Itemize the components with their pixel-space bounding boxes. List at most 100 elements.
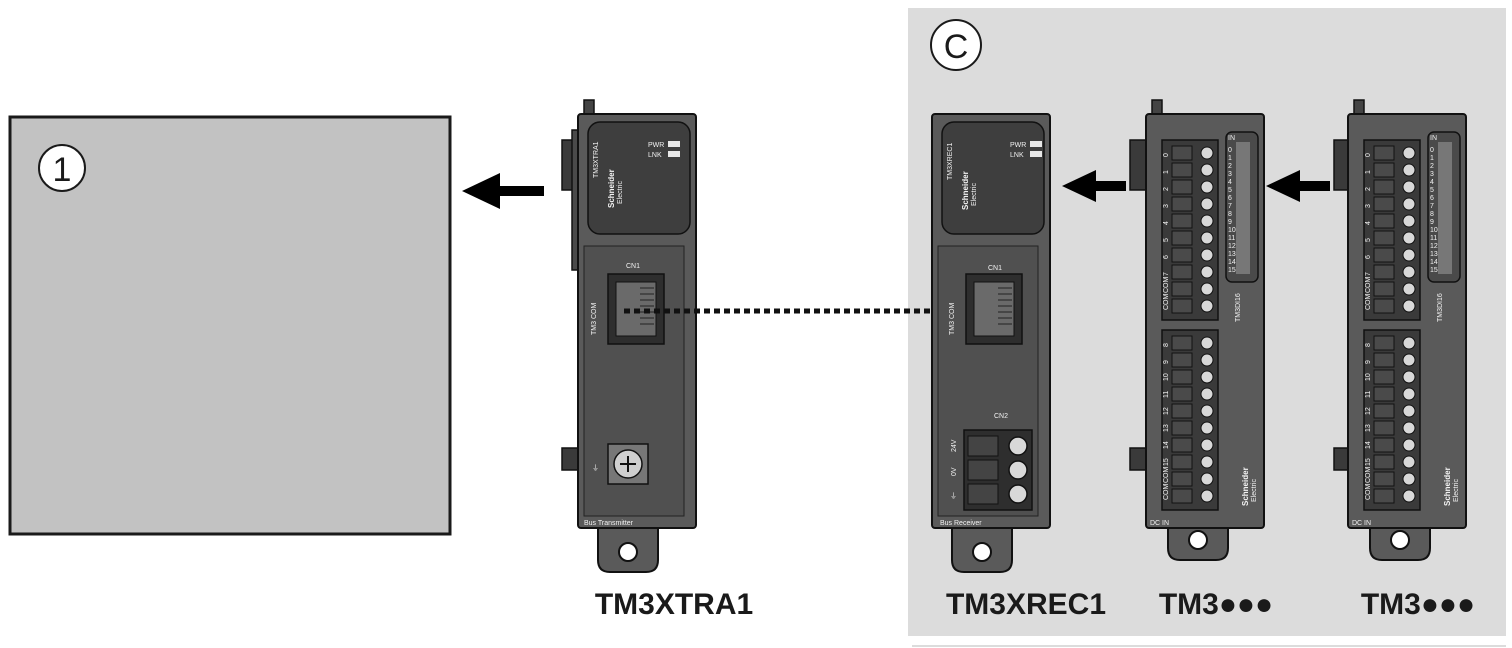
- terminal-screw-icon: [1402, 231, 1416, 245]
- led-number-label: 2: [1430, 163, 1434, 170]
- terminal-slot: [1171, 230, 1193, 246]
- terminal-label: 2: [1163, 187, 1170, 191]
- led-number-label: 9: [1430, 219, 1434, 226]
- terminal-slot: [1171, 179, 1193, 195]
- led-number-label: 12: [1430, 243, 1438, 250]
- receiver-bottom-label: Bus Receiver: [940, 520, 982, 527]
- terminal-screw-icon: [1200, 455, 1214, 469]
- io1-led-header: IN: [1228, 135, 1235, 142]
- terminal-screw-icon: [1200, 438, 1214, 452]
- arrow-left-icon: [462, 173, 544, 209]
- terminal-screw-icon: [1402, 421, 1416, 435]
- terminal-slot: [1373, 454, 1395, 470]
- led-number-label: 15: [1228, 267, 1236, 274]
- terminal-label: 4: [1163, 221, 1170, 225]
- terminal-slot: [1373, 247, 1395, 263]
- terminal-slot: [1171, 420, 1193, 436]
- ground-screw-icon: [607, 443, 649, 485]
- terminal-screw-icon: [1200, 248, 1214, 262]
- receiver-brand: Schneider: [961, 171, 970, 210]
- terminal-label: 5: [1163, 238, 1170, 242]
- led-number-label: 13: [1430, 251, 1438, 258]
- terminal-slot: [1373, 488, 1395, 504]
- terminal-label: 13: [1163, 424, 1170, 432]
- io1-side-tag: TM3DI16: [1235, 293, 1242, 322]
- led-number-label: 13: [1228, 251, 1236, 258]
- terminal-screw-icon: [1402, 336, 1416, 350]
- terminal-slot: [1171, 196, 1193, 212]
- terminal-slot: [1373, 264, 1395, 280]
- terminal-slot: [1171, 264, 1193, 280]
- terminal-screw-icon: [1402, 146, 1416, 160]
- terminal-screw-icon: [1402, 438, 1416, 452]
- transmitter-model-label: TM3XTRA1: [595, 588, 753, 621]
- receiver-module: TM3XREC1 Schneider Electric PWR LNK CN1 …: [931, 113, 1051, 573]
- led-number-label: 3: [1430, 171, 1434, 178]
- terminal-label: 6: [1365, 255, 1372, 259]
- terminal-slot: [1373, 196, 1395, 212]
- terminal-slot: [1373, 369, 1395, 385]
- receiver-power-term-0v: 0V: [951, 467, 958, 476]
- terminal-screw-icon: [1402, 197, 1416, 211]
- led-number-label: 10: [1430, 227, 1438, 234]
- transmitter-module: TM3XTRA1 Schneider Electric PWR LNK CN1 …: [561, 99, 697, 573]
- terminal-screw-icon: [1402, 265, 1416, 279]
- receiver-port-label: CN1: [988, 265, 1002, 272]
- io1-brand: Schneider: [1241, 467, 1250, 506]
- power-connector-icon: [963, 429, 1033, 511]
- transmitter-brand: Schneider: [607, 169, 616, 208]
- io2-bottom-label: DC IN: [1352, 520, 1371, 527]
- terminal-screw-icon: [1200, 404, 1214, 418]
- terminal-slot: [1373, 230, 1395, 246]
- led-number-label: 11: [1430, 235, 1437, 242]
- terminal-screw-icon: [1200, 197, 1214, 211]
- io2-side-tag: TM3DI16: [1437, 293, 1444, 322]
- terminal-label: 11: [1365, 391, 1372, 398]
- led-number-label: 15: [1430, 267, 1438, 274]
- terminal-label: 6: [1163, 255, 1170, 259]
- terminal-slot: [1373, 145, 1395, 161]
- terminal-slot: [1171, 403, 1193, 419]
- io2-brand-sub: Electric: [1453, 479, 1460, 502]
- led-number-label: 9: [1228, 219, 1232, 226]
- controller-callout-circle: [38, 144, 86, 192]
- ground-symbol-icon: ⏚: [950, 492, 957, 500]
- terminal-slot: [1171, 386, 1193, 402]
- led-number-label: 6: [1228, 195, 1232, 202]
- terminal-label: COM: [1163, 277, 1170, 294]
- led-number-label: 14: [1228, 259, 1236, 266]
- terminal-label: 11: [1163, 391, 1170, 398]
- terminal-slot: [1171, 471, 1193, 487]
- led-number-label: 10: [1228, 227, 1236, 234]
- terminal-slot: [1373, 281, 1395, 297]
- led-number-label: 12: [1228, 243, 1236, 250]
- led-number-label: 5: [1430, 187, 1434, 194]
- transmitter-port-label: CN1: [626, 263, 640, 270]
- controller-callout-number: 1: [53, 151, 72, 189]
- terminal-screw-icon: [1402, 353, 1416, 367]
- transmitter-brand-sub: Electric: [617, 181, 624, 204]
- terminal-label: 12: [1163, 407, 1170, 415]
- terminal-screw-icon: [1200, 489, 1214, 503]
- terminal-slot: [1171, 369, 1193, 385]
- receiver-model-label: TM3XREC1: [946, 588, 1106, 621]
- arrow-left-icon: [1062, 170, 1126, 202]
- led-number-label: 2: [1228, 163, 1232, 170]
- terminal-screw-icon: [1200, 387, 1214, 401]
- io1-brand-sub: Electric: [1251, 479, 1258, 502]
- io2-led-header: IN: [1430, 135, 1437, 142]
- terminal-slot: [1171, 298, 1193, 314]
- transmitter-bottom-label: Bus Transmitter: [584, 520, 634, 527]
- terminal-slot: [1171, 488, 1193, 504]
- terminal-screw-icon: [1402, 299, 1416, 313]
- led-number-label: 14: [1430, 259, 1438, 266]
- io2-brand: Schneider: [1443, 467, 1452, 506]
- transmitter-led-lnk-label: LNK: [648, 152, 662, 159]
- terminal-screw-icon: [1402, 248, 1416, 262]
- terminal-label: 3: [1365, 204, 1372, 208]
- terminal-screw-icon: [1402, 472, 1416, 486]
- transmitter-led-lnk: [668, 151, 680, 157]
- receiver-brand-sub: Electric: [971, 183, 978, 206]
